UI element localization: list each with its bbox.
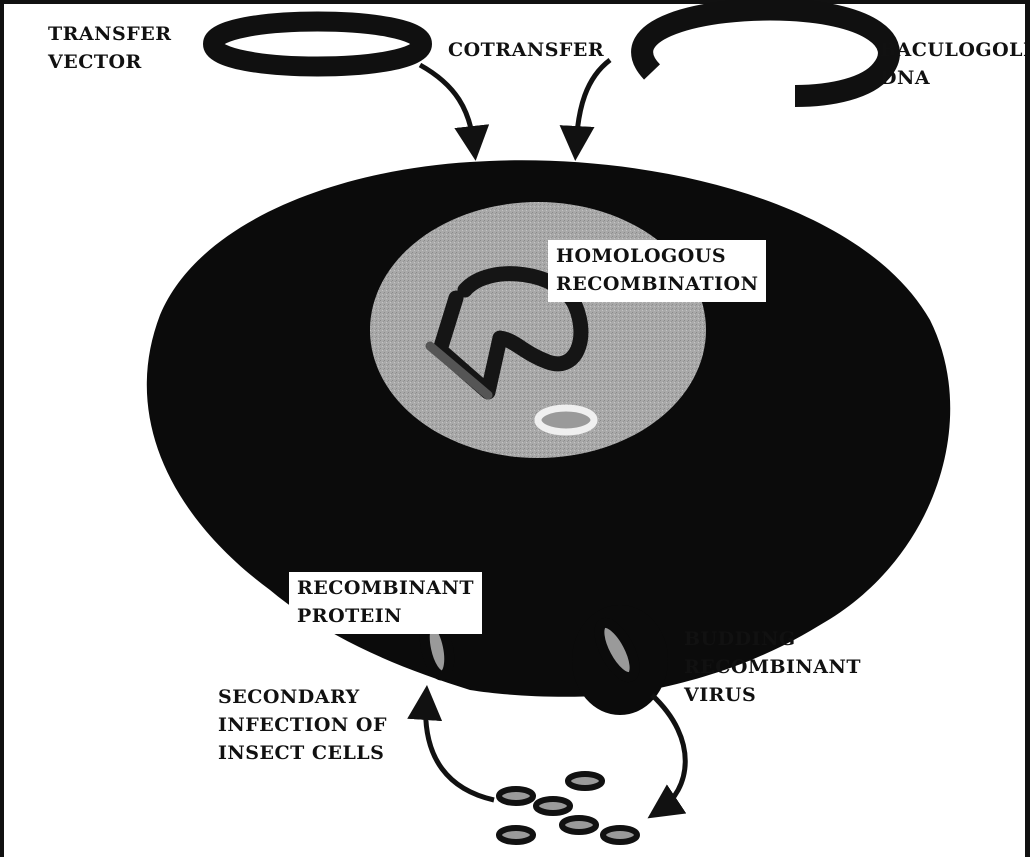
label-line: TRANSFER <box>48 20 172 48</box>
label-line: DNA <box>880 64 1030 92</box>
released-virion <box>499 828 533 842</box>
frame-top-border <box>0 0 1030 4</box>
frame-right-border <box>1025 0 1030 857</box>
reinfection-arrow <box>426 700 494 800</box>
label-line: RECOMBINANT <box>684 653 861 681</box>
label-line: VECTOR <box>48 48 172 76</box>
secondary-infection-label: SECONDARY INFECTION OF INSECT CELLS <box>218 683 387 767</box>
released-virion <box>603 828 637 842</box>
label-line: PROTEIN <box>297 602 474 630</box>
released-virion <box>568 774 602 788</box>
transfer-vector-plasmid <box>213 22 422 67</box>
release-arrow <box>652 695 685 810</box>
label-line: COTRANSFER <box>448 36 604 64</box>
baculovirus-dna-ring <box>642 10 889 96</box>
label-line: INSECT CELLS <box>218 739 387 767</box>
frame-left-border <box>0 0 4 857</box>
recombinant-protein-label: RECOMBINANT PROTEIN <box>289 572 482 634</box>
label-line: BACULOGOLI <box>880 36 1030 64</box>
nuclear-virion <box>538 408 594 432</box>
baculogoli-dna-label: BACULOGOLI DNA <box>880 36 1030 92</box>
released-virion <box>536 799 570 813</box>
label-line: RECOMBINATION <box>556 270 758 298</box>
transfer-vector-label: TRANSFER VECTOR <box>48 20 172 76</box>
cotransfer-arrow-left <box>420 65 474 146</box>
label-line: HOMOLOGOUS <box>556 242 758 270</box>
budding-recombinant-virus-label: BUDDING RECOMBINANT VIRUS <box>684 625 861 709</box>
released-virion <box>562 818 596 832</box>
released-virion <box>499 789 533 803</box>
released-virions <box>499 774 637 842</box>
label-line: RECOMBINANT <box>297 574 474 602</box>
label-line: BUDDING <box>684 625 861 653</box>
cotransfer-arrow-right <box>576 60 610 146</box>
cotransfer-label: COTRANSFER <box>448 36 604 64</box>
label-line: INFECTION OF <box>218 711 387 739</box>
label-line: VIRUS <box>684 681 861 709</box>
label-line: SECONDARY <box>218 683 387 711</box>
homologous-recombination-label: HOMOLOGOUS RECOMBINATION <box>548 240 766 302</box>
